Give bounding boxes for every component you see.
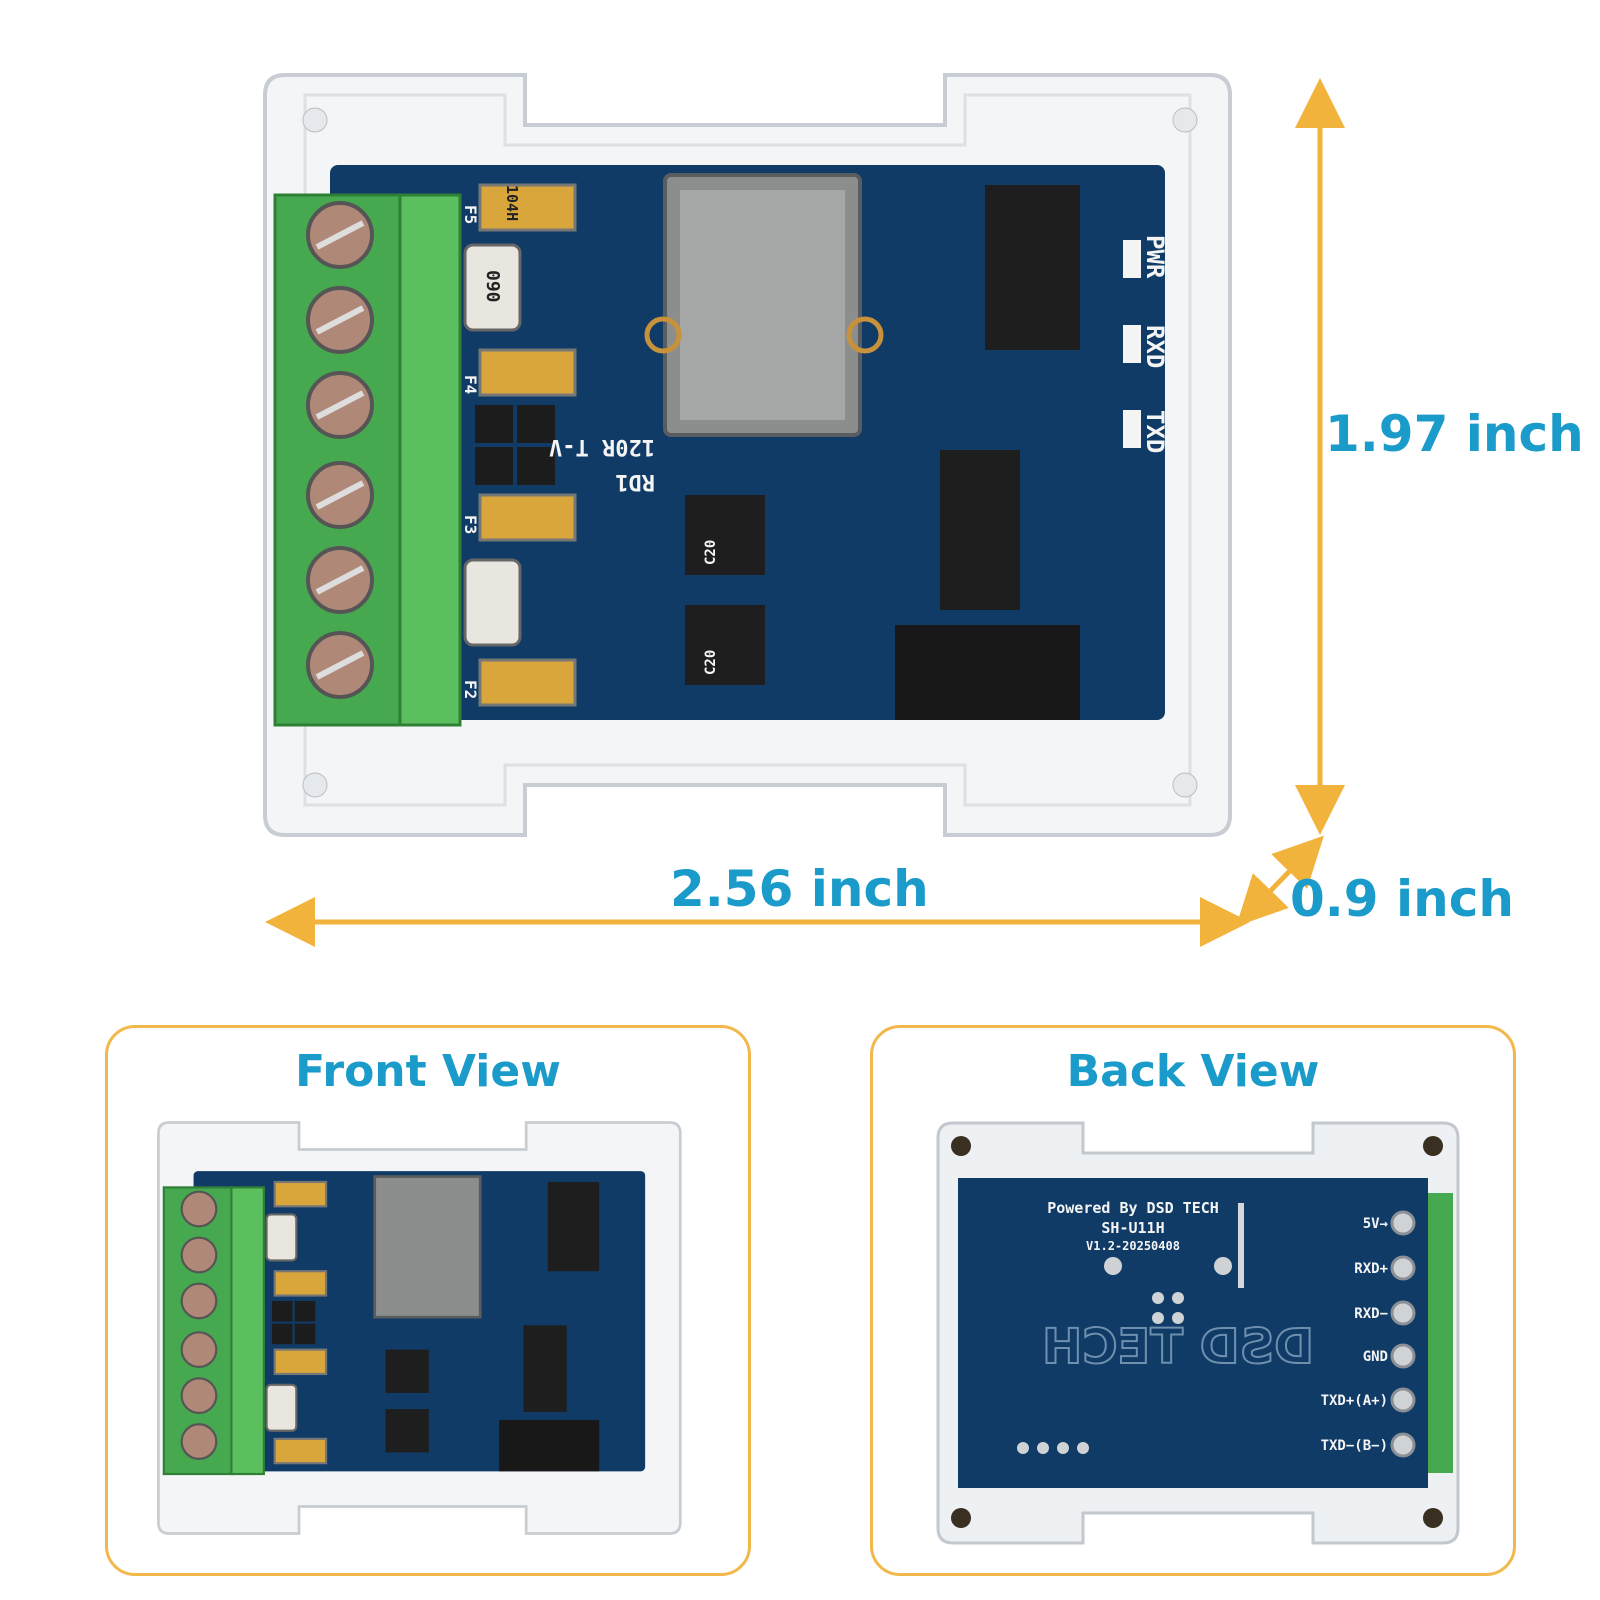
back-view-photo: Powered By DSD TECH SH-U11H V1.2-2025040… (936, 1121, 1460, 1545)
terminal-screw-slot (315, 390, 365, 420)
back-logo-text: DSD TECH (1042, 1319, 1314, 1375)
terminal-screw-slot (315, 565, 365, 595)
back-view-panel: Back View Powered By DSD TECH SH-U11H V1… (870, 1025, 1516, 1576)
main-board-photo: PWR RXD TXD 120R T-V RD1 C20 C20 F5 F4 F… (263, 73, 1232, 837)
chip-mid (940, 450, 1020, 610)
back-version: V1.2-20250408 (1086, 1239, 1180, 1253)
silk-txd: TXD (1141, 410, 1169, 453)
silk-104h: 104H (503, 185, 521, 221)
front-view-panel: Front View (105, 1025, 751, 1576)
terminal-screw-slot (315, 305, 365, 335)
pin-label-5v: 5V→ (1363, 1216, 1388, 1232)
chip-pl2303 (985, 185, 1080, 350)
silk-rxd: RXD (1141, 325, 1169, 368)
front-view-title: Front View (295, 1046, 561, 1097)
chip-sit3088e-2 (685, 605, 765, 685)
back-model: SH-U11H (1101, 1219, 1164, 1237)
terminal-screw-slot (315, 650, 365, 680)
silk-f2: F2 (461, 680, 480, 699)
terminal-screw-slot (315, 480, 365, 510)
silk-sit3088e-2: C20 (703, 650, 719, 675)
silk-090: 090 (482, 270, 503, 303)
silk-f3: F3 (461, 515, 480, 534)
back-view-title: Back View (1066, 1046, 1320, 1097)
dimension-arrows (265, 78, 1345, 947)
silk-pwr: PWR (1141, 235, 1169, 279)
pin-label-txd-minus: TXD−(B−) (1321, 1438, 1388, 1454)
depth-label: 0.9 inch (1290, 870, 1514, 928)
terminal-block (273, 193, 407, 727)
pin-label-rxd-plus: RXD+ (1354, 1261, 1388, 1277)
silk-sit3088e-1: C20 (703, 540, 719, 565)
pin-label-rxd-minus: RXD− (1354, 1306, 1388, 1322)
pin-label-gnd: GND (1363, 1349, 1388, 1365)
pin-label-txd-plus: TXD+(A+) (1321, 1393, 1388, 1409)
back-brand-line: Powered By DSD TECH (1047, 1199, 1219, 1217)
chip-sit3088e-1 (685, 495, 765, 575)
front-view-photo (157, 1121, 682, 1535)
width-label: 2.56 inch (670, 860, 929, 918)
silk-120r-rv: 120R T-V (549, 434, 655, 459)
silk-f5: F5 (461, 205, 480, 224)
terminal-screw-slot (315, 220, 365, 250)
silk-120r-tv: RD1 (615, 469, 655, 494)
inductor-block (895, 625, 1080, 720)
height-label: 1.97 inch (1325, 405, 1584, 463)
silk-f4: F4 (461, 375, 480, 394)
depth-arrow (1236, 835, 1324, 927)
